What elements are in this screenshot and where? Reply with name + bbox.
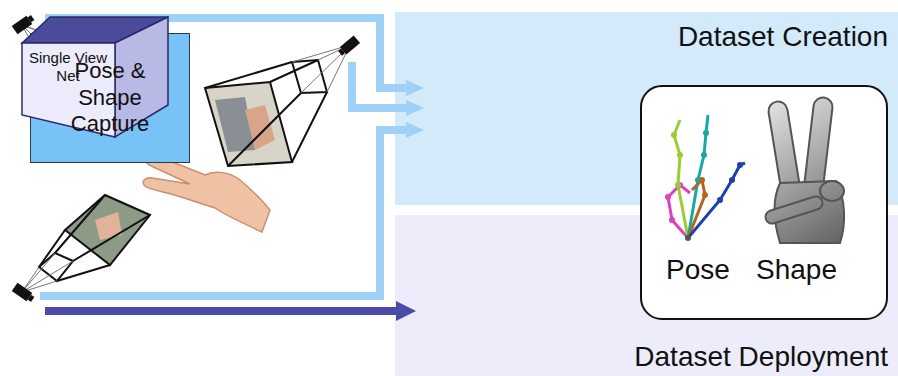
thumb [772, 203, 816, 217]
region-title: Dataset Deployment [634, 340, 888, 374]
region-title: Dataset Creation [678, 20, 888, 54]
camera-icon [337, 35, 360, 57]
block-front-face [22, 43, 115, 137]
arrowhead [406, 80, 424, 96]
output-label: Shape [756, 253, 837, 287]
joints [665, 130, 743, 241]
image-hand [95, 212, 122, 240]
camera-lens [28, 15, 35, 22]
joint [685, 235, 691, 241]
finger-outline [778, 111, 790, 185]
joint [702, 192, 708, 198]
arrowhead [406, 122, 424, 138]
joint [717, 197, 723, 203]
finger-outline [814, 107, 823, 183]
text-slot: Dataset Deployment [634, 340, 888, 374]
folded-fingers [820, 181, 844, 201]
block-side-face [115, 17, 168, 137]
camera-rays [292, 45, 350, 93]
camera-frustum [12, 195, 150, 304]
hand-photo [143, 155, 270, 232]
network-label: Single View Net [23, 49, 113, 85]
finger [778, 111, 790, 185]
camera-icon [12, 13, 36, 34]
joint [677, 152, 683, 158]
arrowhead [406, 100, 424, 116]
joint [675, 182, 681, 188]
index-bones [674, 120, 688, 238]
camera-icon [12, 283, 36, 304]
camera-lens [28, 295, 35, 302]
joint [729, 177, 735, 183]
camera-frustum [205, 35, 360, 166]
text-slot: Shape [756, 253, 837, 287]
text-slot: Pose [666, 253, 730, 287]
joint [703, 130, 709, 136]
joint [665, 194, 671, 200]
text-slot: Single View Net [23, 49, 113, 85]
hand-mesh [772, 107, 844, 243]
text-slot: Dataset Creation [678, 20, 888, 54]
camera-image [65, 195, 150, 265]
joint [737, 162, 743, 168]
finger [814, 107, 823, 183]
single-view-feed-line [45, 307, 398, 315]
little-bones [688, 163, 745, 238]
output-box: Pose Shape [640, 85, 888, 320]
frustum-edges [205, 60, 327, 166]
joint [701, 152, 707, 158]
camera-feed-line [352, 62, 408, 108]
camera-rays [22, 253, 73, 292]
joint [669, 217, 675, 223]
camera-image [205, 82, 292, 166]
frustum-edges [39, 195, 150, 281]
arrowhead [396, 301, 416, 321]
camera-lens [338, 48, 345, 55]
thumb-outline [772, 203, 816, 217]
joint [699, 177, 705, 183]
output-label: Pose [666, 253, 730, 287]
joint [671, 132, 677, 138]
